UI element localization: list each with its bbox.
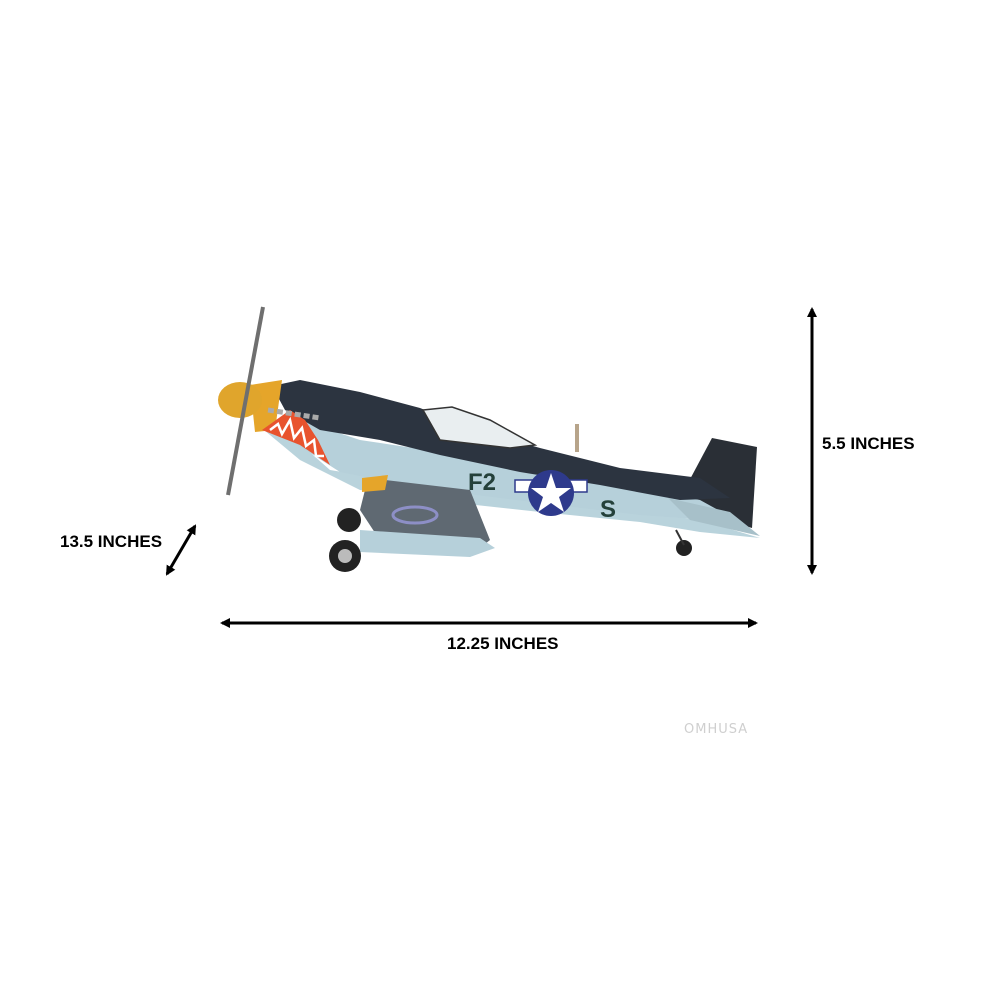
spinner [218,382,262,418]
intake [362,475,388,492]
tail-strut [675,529,685,546]
height-label: 5.5 INCHES [822,434,915,453]
drop-tank [360,530,495,557]
watermark: OMHUSA [684,722,749,737]
antenna [575,424,579,452]
plane-letter: S [600,496,616,523]
tail-wheel [676,540,692,556]
plane-code: F2 [468,469,496,496]
width-arrow [165,524,197,576]
propeller [226,306,265,496]
fuselage-belly [290,420,740,522]
canopy [421,406,538,449]
star-icon [531,473,571,512]
shark-teeth [269,416,324,458]
hub [338,549,352,563]
fuselage-lower [258,410,760,538]
length-label: 12.25 INCHES [447,634,559,653]
wing-roundel [391,505,439,525]
stabilizer [668,498,760,536]
wheel-back [337,508,361,532]
wingspan-label: 13.5 INCHES [60,532,163,551]
